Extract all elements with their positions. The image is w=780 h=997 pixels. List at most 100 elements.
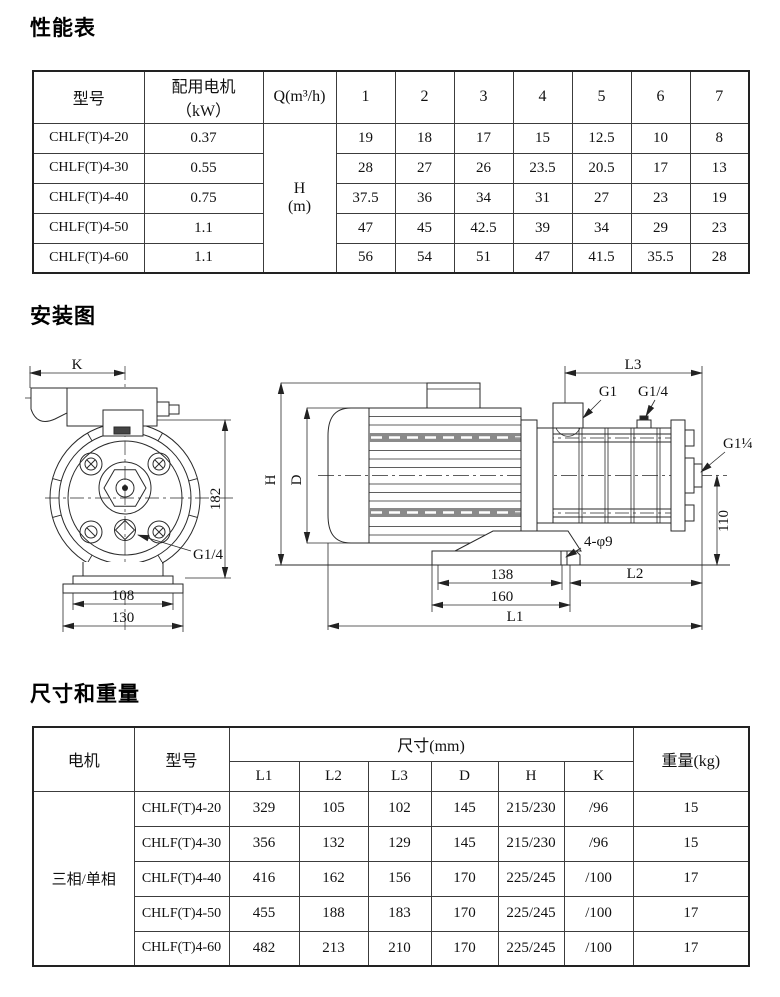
size-value: 183 bbox=[367, 895, 432, 932]
installation-drawing: K 182 G1/4 108 130 bbox=[25, 357, 775, 658]
head-value: 54 bbox=[394, 242, 455, 274]
model-cell: CHLF(T)4-40 bbox=[32, 182, 145, 214]
dim-label-138: 138 bbox=[491, 567, 514, 583]
power-cell: 0.55 bbox=[143, 152, 264, 184]
head-value: 37.5 bbox=[335, 182, 396, 214]
head-value: 17 bbox=[630, 152, 691, 184]
drain-port bbox=[114, 519, 136, 541]
weight-value: 15 bbox=[632, 790, 750, 827]
size-value: 416 bbox=[228, 860, 300, 897]
head-value: 39 bbox=[512, 212, 573, 244]
size-value: /100 bbox=[563, 895, 634, 932]
size-value: /96 bbox=[563, 790, 634, 827]
head-value: 34 bbox=[571, 212, 632, 244]
head-value: 45 bbox=[394, 212, 455, 244]
flow-point: 3 bbox=[453, 70, 514, 124]
dim-label-d: D bbox=[289, 474, 305, 485]
head-value: 27 bbox=[571, 182, 632, 214]
dim-label-108: 108 bbox=[112, 588, 135, 604]
dims-row: CHLF(T)4-50 455 188 183 170 225/245 /100… bbox=[33, 895, 750, 932]
performance-table: 型号 配用电机 （kW） Q(m³/h) 1 2 3 4 5 6 7 CHLF(… bbox=[32, 70, 750, 274]
flow-point: 1 bbox=[335, 70, 396, 124]
head-value: 28 bbox=[335, 152, 396, 184]
size-value: 213 bbox=[298, 930, 369, 967]
power-cell: 0.75 bbox=[143, 182, 264, 214]
performance-title: 性能表 bbox=[30, 17, 96, 40]
perf-row: CHLF(T)4-40 0.75 37.5 36 34 31 27 23 19 bbox=[32, 182, 750, 214]
perf-row: CHLF(T)4-20 0.37 H (m) 19 18 17 15 12.5 … bbox=[32, 122, 750, 274]
discharge-port bbox=[684, 457, 703, 494]
size-col: L1 bbox=[228, 760, 300, 792]
dims-row: CHLF(T)4-30 356 132 129 145 215/230 /96 … bbox=[33, 825, 750, 862]
model-cell: CHLF(T)4-50 bbox=[32, 212, 145, 244]
size-value: 225/245 bbox=[497, 930, 565, 967]
dim-bottom bbox=[327, 543, 703, 630]
size-value: 162 bbox=[298, 860, 369, 897]
model-cell: CHLF(T)4-30 bbox=[32, 152, 145, 184]
end-flange bbox=[670, 419, 686, 532]
head-value: 15 bbox=[512, 122, 573, 154]
head-value: 47 bbox=[512, 242, 573, 274]
head-value: 20.5 bbox=[571, 152, 632, 184]
head-value: 35.5 bbox=[630, 242, 691, 274]
head-value: 51 bbox=[453, 242, 514, 274]
motor-type-cell: 三相/单相 bbox=[32, 790, 135, 967]
size-value: 210 bbox=[367, 930, 432, 967]
model-cell: CHLF(T)4-60 bbox=[32, 242, 145, 274]
size-value: 225/245 bbox=[497, 860, 565, 897]
size-value: 225/245 bbox=[497, 895, 565, 932]
perf-col-motor: 配用电机 （kW） bbox=[143, 70, 264, 124]
size-value: 170 bbox=[430, 895, 499, 932]
head-value: 56 bbox=[335, 242, 396, 274]
size-value: 145 bbox=[430, 825, 499, 862]
casing-bolts bbox=[79, 452, 171, 544]
dims-row: 三相/单相 CHLF(T)4-20 329 105 102 145 215/23… bbox=[32, 790, 750, 967]
dim-h bbox=[277, 382, 480, 566]
head-value: 36 bbox=[394, 182, 455, 214]
dim-k bbox=[29, 366, 126, 388]
side-view-labels: H D L3 G1 G1/4 G1¼ 110 4-φ9 138 L2 160 L… bbox=[263, 357, 753, 625]
size-col: D bbox=[430, 760, 499, 792]
head-value: 8 bbox=[689, 122, 750, 154]
installation-title: 安装图 bbox=[30, 305, 96, 328]
perf-row: CHLF(T)4-30 0.55 28 27 26 23.5 20.5 17 1… bbox=[32, 152, 750, 184]
weight-value: 15 bbox=[632, 825, 750, 862]
vent-grille bbox=[113, 426, 131, 435]
weight-value: 17 bbox=[632, 860, 750, 897]
size-value: 329 bbox=[228, 790, 300, 827]
perf-row: CHLF(T)4-50 1.1 47 45 42.5 39 34 29 23 bbox=[32, 212, 750, 244]
size-col: H bbox=[497, 760, 565, 792]
head-value: 12.5 bbox=[571, 122, 632, 154]
g14-leader bbox=[137, 534, 192, 552]
size-value: 145 bbox=[430, 790, 499, 827]
dims-col-weight: 重量(kg) bbox=[632, 726, 750, 792]
model-cell: CHLF(T)4-20 bbox=[32, 122, 145, 154]
perf-row: CHLF(T)4-60 1.1 56 54 51 47 41.5 35.5 28 bbox=[32, 242, 750, 274]
flow-point: 6 bbox=[630, 70, 691, 124]
size-value: /100 bbox=[563, 860, 634, 897]
size-value: /96 bbox=[563, 825, 634, 862]
flow-point: 5 bbox=[571, 70, 632, 124]
holes-label: 4-φ9 bbox=[584, 534, 613, 550]
dim-d bbox=[303, 407, 370, 544]
size-col: L2 bbox=[298, 760, 369, 792]
size-value: 170 bbox=[430, 930, 499, 967]
head-value: 26 bbox=[453, 152, 514, 184]
head-value: 41.5 bbox=[571, 242, 632, 274]
size-value: 455 bbox=[228, 895, 300, 932]
head-value: 19 bbox=[689, 182, 750, 214]
port-label-g14-front: G1/4 bbox=[193, 547, 224, 563]
model-cell: CHLF(T)4-40 bbox=[133, 860, 230, 897]
center-plug bbox=[98, 461, 152, 515]
front-view bbox=[25, 366, 233, 632]
model-cell: CHLF(T)4-20 bbox=[133, 790, 230, 827]
head-value: 34 bbox=[453, 182, 514, 214]
size-col: K bbox=[563, 760, 634, 792]
power-cell: 1.1 bbox=[143, 212, 264, 244]
flow-point: 7 bbox=[689, 70, 750, 124]
head-value: 28 bbox=[689, 242, 750, 274]
dim-label-l1: L1 bbox=[507, 609, 524, 625]
size-value: 132 bbox=[298, 825, 369, 862]
head-value: 47 bbox=[335, 212, 396, 244]
size-value: /100 bbox=[563, 930, 634, 967]
